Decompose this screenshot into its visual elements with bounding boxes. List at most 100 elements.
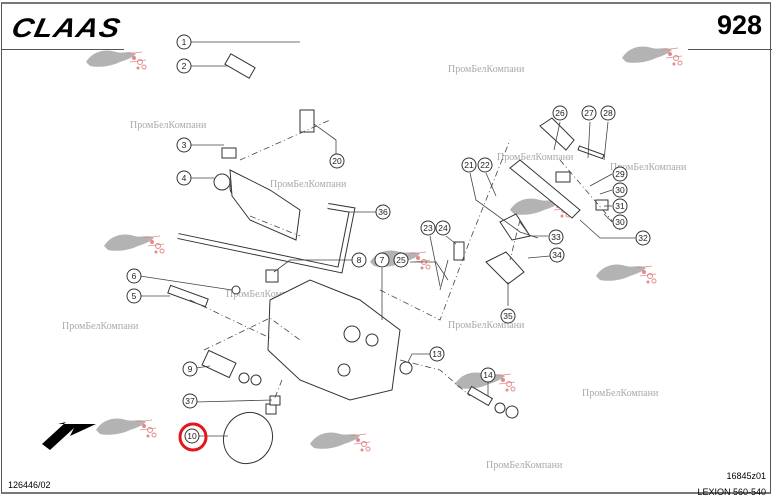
part-lever [539,117,575,151]
highlight-ring [178,422,208,452]
watermark-text: ПромБелКомпани [486,460,563,471]
callout-10[interactable]: 10 [184,428,200,444]
svg-text:10: 10 [187,431,197,441]
svg-text:4: 4 [182,173,187,183]
watermark-text: ПромБелКомпани [582,388,659,399]
watermark-logo [85,49,147,70]
part-plug [399,361,413,375]
callout-2[interactable]: 2 [176,58,192,74]
svg-text:22: 22 [480,160,490,170]
callout-30[interactable]: 30 [612,214,628,230]
callout-13[interactable]: 13 [429,346,445,362]
figure-code: 16845z01 [726,471,766,481]
svg-text:25: 25 [396,255,406,265]
svg-text:32: 32 [638,233,648,243]
callout-1[interactable]: 1 [176,34,192,50]
svg-text:33: 33 [551,232,561,242]
callout-5[interactable]: 5 [126,288,142,304]
svg-text:5: 5 [132,291,137,301]
callout-33[interactable]: 33 [548,229,564,245]
svg-text:34: 34 [552,250,562,260]
model-name: LEXION 560-540 [697,487,766,497]
callout-30[interactable]: 30 [612,182,628,198]
svg-text:24: 24 [438,223,448,233]
callout-22[interactable]: 22 [477,157,493,173]
watermark-logo [95,417,157,438]
callout-14[interactable]: 14 [480,367,496,383]
header-rule-left [2,49,124,50]
part-hose [231,24,353,141]
svg-text:13: 13 [432,349,442,359]
svg-text:14: 14 [483,370,493,380]
callout-24[interactable]: 24 [435,220,451,236]
callout-35[interactable]: 35 [500,308,516,324]
callout-21[interactable]: 21 [461,157,477,173]
callout-28[interactable]: 28 [600,105,616,121]
watermark-text: ПромБелКомпани [62,321,139,332]
part-spacer [453,241,465,261]
part-nut [231,285,241,295]
watermark-text: ПромБелКомпани [448,320,525,331]
callout-29[interactable]: 29 [612,166,628,182]
part-joint [595,199,609,211]
svg-text:27: 27 [584,108,594,118]
svg-text:28: 28 [603,108,613,118]
svg-text:7: 7 [380,255,385,265]
part-valve [213,173,231,191]
watermark-text: ПромБелКомпани [610,162,687,173]
callout-26[interactable]: 26 [552,105,568,121]
part-bolt [167,284,209,308]
svg-text:36: 36 [378,207,388,217]
watermark-logo [103,233,165,254]
part-joint [555,171,571,183]
svg-text:23: 23 [423,223,433,233]
callout-6[interactable]: 6 [126,268,142,284]
callout-4[interactable]: 4 [176,170,192,186]
drawing-frame [1,2,771,494]
callout-27[interactable]: 27 [581,105,597,121]
figure-info: 16845z01 LEXION 560-540 [697,468,766,500]
part-rod [577,145,605,160]
header-rule-right [688,49,772,50]
callout-23[interactable]: 23 [420,220,436,236]
part-pump [267,279,401,401]
watermark-logo [595,263,657,284]
callout-31[interactable]: 31 [612,198,628,214]
part-fitting [224,53,256,79]
watermark-text: ПромБелКомпани [226,289,303,300]
callout-37[interactable]: 37 [182,393,198,409]
svg-text:26: 26 [555,108,565,118]
part-bracket [485,251,525,285]
svg-text:8: 8 [357,255,362,265]
part-valve-block [229,169,301,241]
svg-text:35: 35 [503,311,513,321]
callout-8[interactable]: 8 [351,252,367,268]
svg-text:3: 3 [182,140,187,150]
callout-7[interactable]: 7 [374,252,390,268]
callout-9[interactable]: 9 [182,361,198,377]
part-tee [299,109,315,133]
part-bolt [466,385,494,407]
watermark-text: ПромБелКомпани [270,179,347,190]
part-spacer [201,349,237,379]
callout-36[interactable]: 36 [375,204,391,220]
callout-32[interactable]: 32 [635,230,651,246]
callout-3[interactable]: 3 [176,137,192,153]
watermark-text: ПромБелКомпани [497,152,574,163]
arrow-down-left-icon [42,422,96,450]
svg-text:9: 9 [188,364,193,374]
watermark-text: ПромБелКомпани [130,120,207,131]
part-plug [265,269,279,283]
svg-text:30: 30 [615,185,625,195]
svg-text:31: 31 [615,201,625,211]
callout-34[interactable]: 34 [549,247,565,263]
svg-text:6: 6 [132,271,137,281]
part-fitting [221,147,237,159]
page-number: 928 [716,10,762,40]
part-adapter [269,395,281,406]
callout-20[interactable]: 20 [329,153,345,169]
svg-text:2: 2 [182,61,187,71]
callout-25[interactable]: 25 [393,252,409,268]
part-bracket [509,159,581,219]
